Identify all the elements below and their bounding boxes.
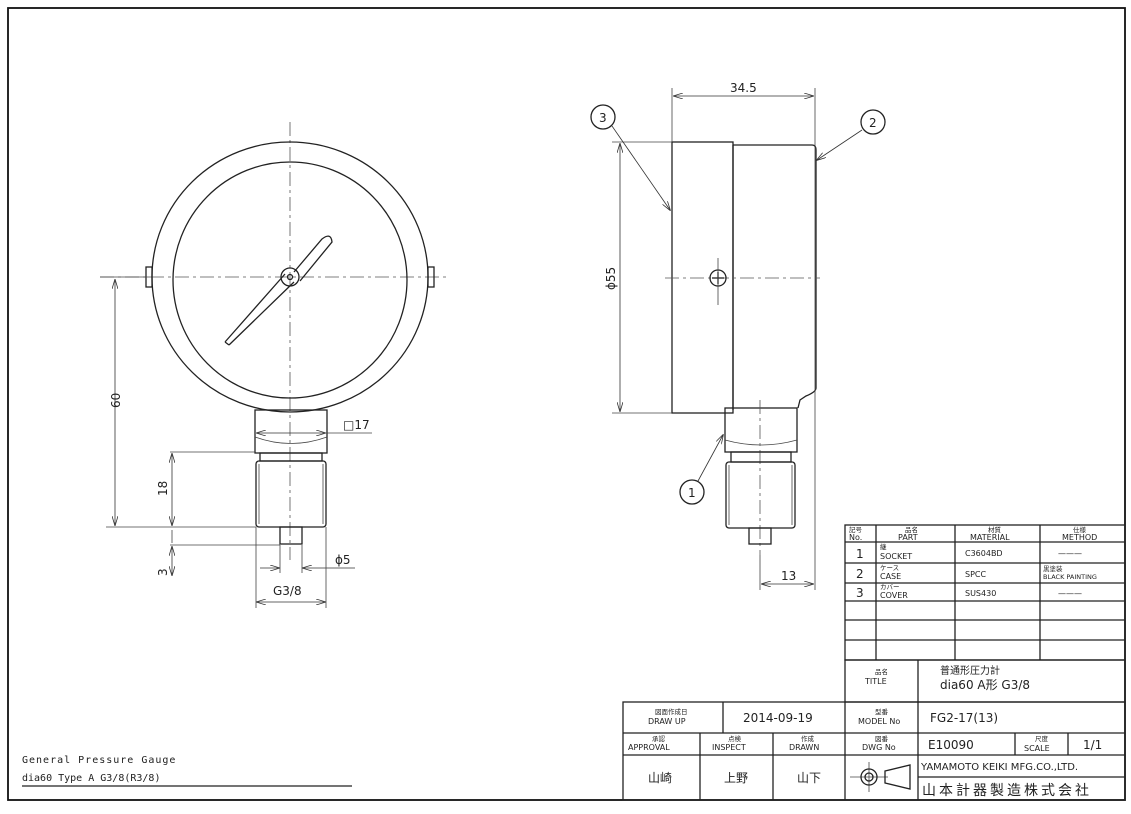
- header-part: PART: [898, 533, 918, 542]
- side-thread: [725, 461, 796, 529]
- scale-value: 1/1: [1083, 738, 1102, 752]
- table-row: 1 継 SOCKET C3604BD ———: [856, 542, 1082, 561]
- table-row: 2 ケース CASE SPCC 黒塗装 BLACK PAINTING: [856, 564, 1097, 581]
- dim-thread-size: G3/8: [273, 584, 302, 598]
- drawn-name: 山下: [797, 771, 821, 785]
- side-view: 34.5 ϕ55 13 3 2 1: [590, 81, 886, 590]
- scale-label: SCALE: [1024, 744, 1050, 753]
- label: 図番: [875, 735, 889, 743]
- company-name-en: YAMAMOTO KEIKI MFG.CO.,LTD.: [920, 762, 1078, 773]
- header-no: No.: [849, 533, 862, 542]
- caption-subtitle: dia60 Type A G3/8(R3/8): [22, 773, 160, 784]
- thread: [255, 460, 327, 528]
- pointer-hub: [280, 267, 300, 287]
- dim-thread-length: 18: [156, 481, 170, 496]
- draw-up-label: DRAW UP: [648, 717, 686, 726]
- label: 1: [688, 486, 696, 500]
- label: BLACK PAINTING: [1043, 573, 1097, 581]
- drawing-border: [7, 7, 1126, 801]
- dwg-number: E10090: [928, 738, 974, 752]
- tip: [279, 526, 303, 545]
- dim-offset: 13: [781, 569, 796, 583]
- label: 2: [856, 567, 864, 581]
- dwg-label: DWG No: [862, 743, 896, 752]
- balloon-1: [679, 479, 705, 505]
- approval-name: 山崎: [648, 771, 672, 785]
- label: 継: [880, 542, 887, 551]
- header-material: MATERIAL: [970, 533, 1010, 542]
- dial-circle: [172, 161, 408, 399]
- label: C3604BD: [965, 549, 1003, 558]
- label: 記号: [849, 525, 863, 534]
- label: 承認: [652, 734, 666, 743]
- label: ケース: [880, 564, 899, 572]
- caption-title: General Pressure Gauge: [22, 755, 176, 766]
- balloon-2: [860, 109, 886, 135]
- header-method: METHOD: [1062, 533, 1097, 542]
- label: 図面作成日: [655, 707, 688, 716]
- inspect-label: INSPECT: [712, 743, 746, 752]
- title-label: TITLE: [864, 677, 887, 686]
- label: SOCKET: [880, 552, 912, 561]
- inspect-name: 上野: [724, 771, 748, 785]
- dim-socket-square: □17: [343, 418, 370, 432]
- company-name-jp: 山本計器製造株式会社: [922, 783, 1092, 799]
- dim-tip-diameter: ϕ5: [335, 553, 351, 567]
- approval-label: APPROVAL: [628, 743, 670, 752]
- dim-diameter: ϕ55: [604, 267, 618, 290]
- label: 品名: [905, 525, 918, 534]
- third-angle-projection-icon: [850, 762, 911, 792]
- label: 3: [856, 586, 864, 600]
- label: SPCC: [965, 570, 986, 579]
- table-row: 3 カバー COVER SUS430 ———: [856, 583, 1082, 600]
- balloon-3: [590, 104, 616, 130]
- right-lug: [427, 266, 435, 288]
- model-label: MODEL No: [858, 717, 900, 726]
- dim-depth: 34.5: [730, 81, 757, 95]
- label: 黒塗装: [1043, 564, 1063, 573]
- label: COVER: [880, 591, 908, 600]
- label: CASE: [880, 572, 901, 581]
- model-number: FG2-17(13): [930, 711, 998, 725]
- label: 作成: [801, 734, 815, 743]
- front-view: 60 18 3 □17 ϕ5 G3/8: [100, 122, 450, 608]
- label: 型番: [875, 707, 889, 716]
- label: カバー: [880, 583, 900, 591]
- title-block: 品名 TITLE 普通形圧力計 dia60 A形 G3/8 図面作成日 DRAW…: [622, 659, 1126, 801]
- label: ———: [1058, 549, 1082, 558]
- dim-height: 60: [109, 393, 123, 408]
- label: 点検: [728, 734, 742, 743]
- pointer-tail: [293, 235, 333, 282]
- drawing-caption: General Pressure Gauge dia60 Type A G3/8…: [22, 755, 352, 787]
- case: [733, 144, 817, 409]
- title-value: dia60 A形 G3/8: [940, 678, 1030, 692]
- pointer-needle: [224, 273, 295, 346]
- socket-block: [254, 409, 328, 454]
- label: 仕様: [1073, 525, 1087, 534]
- parts-table: 記号 No. 品名 PART 材質 MATERIAL 仕様 METHOD 1 継…: [844, 524, 1126, 661]
- label: 1: [856, 547, 864, 561]
- label: 2: [869, 116, 877, 130]
- dim-tip-length: 3: [156, 568, 170, 576]
- label: 3: [599, 111, 607, 125]
- label: 尺度: [1035, 734, 1049, 743]
- label: SUS430: [965, 589, 996, 598]
- label: ———: [1058, 589, 1082, 598]
- title-jp: 普通形圧力計: [940, 664, 1000, 677]
- label: 材質: [988, 525, 1002, 534]
- label: 品名: [875, 667, 888, 676]
- draw-up-date: 2014-09-19: [743, 711, 813, 725]
- drawn-label: DRAWN: [789, 743, 819, 752]
